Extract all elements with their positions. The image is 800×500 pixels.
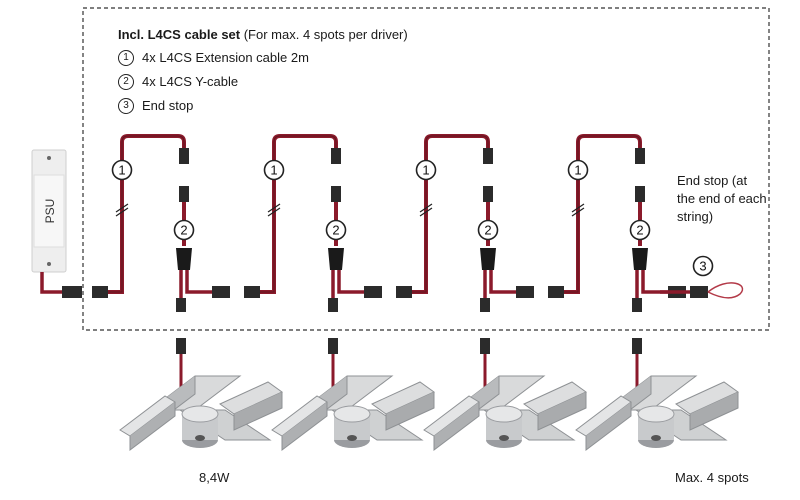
end-stop-note: End stop (at the end of each string): [677, 173, 767, 224]
cable-string-3: [396, 134, 534, 312]
psu-unit: PSU: [31, 149, 82, 298]
svg-text:3: 3: [699, 259, 706, 274]
connector: [483, 148, 493, 164]
psu-label: PSU: [43, 199, 57, 224]
svg-text:1: 1: [422, 163, 429, 178]
end-stop: [660, 282, 744, 299]
svg-text:2: 2: [484, 223, 491, 238]
spot-light-3: [423, 338, 587, 452]
connector: [396, 286, 412, 298]
y-splitter: [480, 248, 496, 270]
connector: [516, 286, 534, 298]
svg-text:1: 1: [270, 163, 277, 178]
connector: [212, 286, 230, 298]
callout-extension: 1: [415, 159, 437, 181]
connector: [176, 298, 186, 312]
callout-y-cable: 2: [629, 219, 651, 241]
legend-item-extension: 1 4x L4CS Extension cable 2m: [118, 46, 408, 70]
connector: [635, 186, 645, 202]
legend-item-y-cable: 2 4x L4CS Y-cable: [118, 70, 408, 94]
extension-cable: [248, 134, 338, 294]
extension-cable: [552, 134, 642, 294]
callout-badge: 1: [118, 50, 134, 66]
connector: [364, 286, 382, 298]
connector: [548, 286, 564, 298]
extension-cable: [400, 134, 490, 294]
cable-set-boundary: [82, 7, 770, 331]
svg-text:1: 1: [574, 163, 581, 178]
connector: [179, 148, 189, 164]
y-splitter: [632, 248, 648, 270]
svg-text:2: 2: [332, 223, 339, 238]
callout-extension: 1: [567, 159, 589, 181]
connector: [483, 186, 493, 202]
callout-y-cable: 2: [325, 219, 347, 241]
connector: [632, 298, 642, 312]
callout-badge: 3: [118, 98, 134, 114]
cable-set-legend: Incl. L4CS cable set (For max. 4 spots p…: [118, 24, 408, 118]
connector: [244, 286, 260, 298]
spot-light-1: [119, 338, 283, 452]
y-splitter: [176, 248, 192, 270]
callout-badge: 2: [118, 74, 134, 90]
y-splitter: [328, 248, 344, 270]
svg-text:1: 1: [118, 163, 125, 178]
connector: [480, 298, 490, 312]
connector: [635, 148, 645, 164]
callout-y-cable: 2: [173, 219, 195, 241]
connector: [328, 298, 338, 312]
svg-text:2: 2: [180, 223, 187, 238]
cable-string-4: [548, 134, 686, 312]
callout-y-cable: 2: [477, 219, 499, 241]
connector: [331, 186, 341, 202]
extension-cable: [96, 134, 186, 294]
callout-extension: 1: [111, 159, 133, 181]
legend-title: Incl. L4CS cable set (For max. 4 spots p…: [118, 27, 408, 42]
cable-string-2: [244, 134, 382, 312]
callout-end-stop: 3: [692, 255, 714, 277]
connector: [331, 148, 341, 164]
spot-light-2: [271, 338, 435, 452]
svg-text:2: 2: [636, 223, 643, 238]
callout-extension: 1: [263, 159, 285, 181]
connector: [92, 286, 108, 298]
power-label: 8,4W: [199, 470, 230, 485]
connector: [179, 186, 189, 202]
legend-item-end-stop: 3 End stop: [118, 94, 408, 118]
spot-light-4: [575, 338, 739, 452]
cable-string-1: [92, 134, 230, 312]
max-spots-label: Max. 4 spots: [675, 470, 749, 485]
